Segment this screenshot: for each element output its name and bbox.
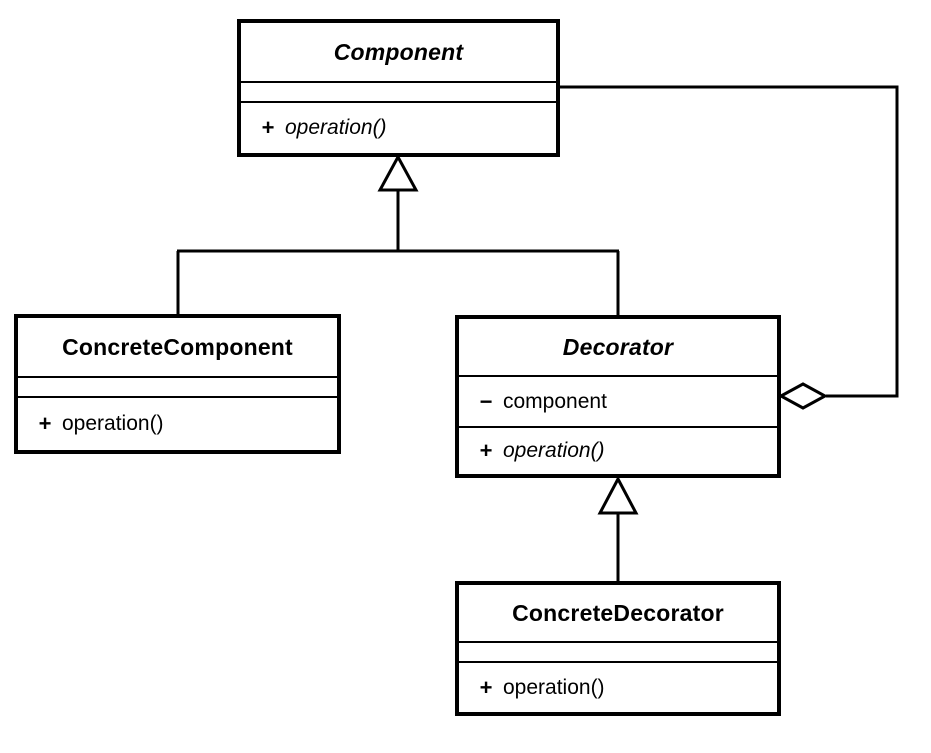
operation-visibility: + — [479, 674, 493, 700]
generalization-to-decorator — [597, 475, 639, 583]
class-box-concretecomponent[interactable]: ConcreteComponent + operation() — [14, 314, 341, 454]
operation-visibility: + — [261, 115, 275, 140]
attribute-name: component — [503, 389, 607, 413]
class-title-compartment: ConcreteDecorator — [459, 585, 777, 641]
class-attributes-compartment — [241, 81, 556, 101]
operation-visibility: + — [38, 411, 52, 436]
class-attributes-compartment: − component — [459, 375, 777, 426]
operation-name: operation() — [285, 116, 387, 139]
class-name-concretecomponent: ConcreteComponent — [62, 333, 293, 360]
class-box-component[interactable]: Component + operation() — [237, 19, 560, 157]
aggregation-decorator-component — [558, 85, 899, 410]
class-box-concretedecorator[interactable]: ConcreteDecorator + operation() — [455, 581, 781, 716]
operation-name: operation() — [503, 675, 605, 699]
operation-name: operation() — [503, 439, 605, 462]
class-operations-compartment: + operation() — [241, 101, 556, 153]
aggregation-route — [558, 85, 899, 398]
class-operations-compartment: + operation() — [18, 396, 337, 450]
class-title-compartment: ConcreteComponent — [18, 318, 337, 376]
class-name-concretedecorator: ConcreteDecorator — [512, 599, 724, 626]
class-attributes-compartment — [18, 376, 337, 396]
class-box-decorator[interactable]: Decorator − component + operation() — [455, 315, 781, 478]
class-attributes-compartment — [459, 641, 777, 661]
class-name-component: Component — [333, 38, 464, 65]
hollow-diamond-icon — [777, 382, 829, 410]
class-title-compartment: Decorator — [459, 319, 777, 375]
attribute-visibility: − — [479, 388, 493, 414]
operation-visibility: + — [479, 438, 493, 463]
class-title-compartment: Component — [241, 23, 556, 81]
class-operations-compartment: + operation() — [459, 426, 777, 474]
operation-name: operation() — [62, 412, 164, 435]
class-operations-compartment: + operation() — [459, 661, 777, 712]
generalization-to-component — [176, 153, 620, 317]
hollow-triangle-icon — [377, 153, 419, 192]
class-name-decorator: Decorator — [562, 333, 674, 360]
hollow-triangle-icon — [597, 475, 639, 515]
